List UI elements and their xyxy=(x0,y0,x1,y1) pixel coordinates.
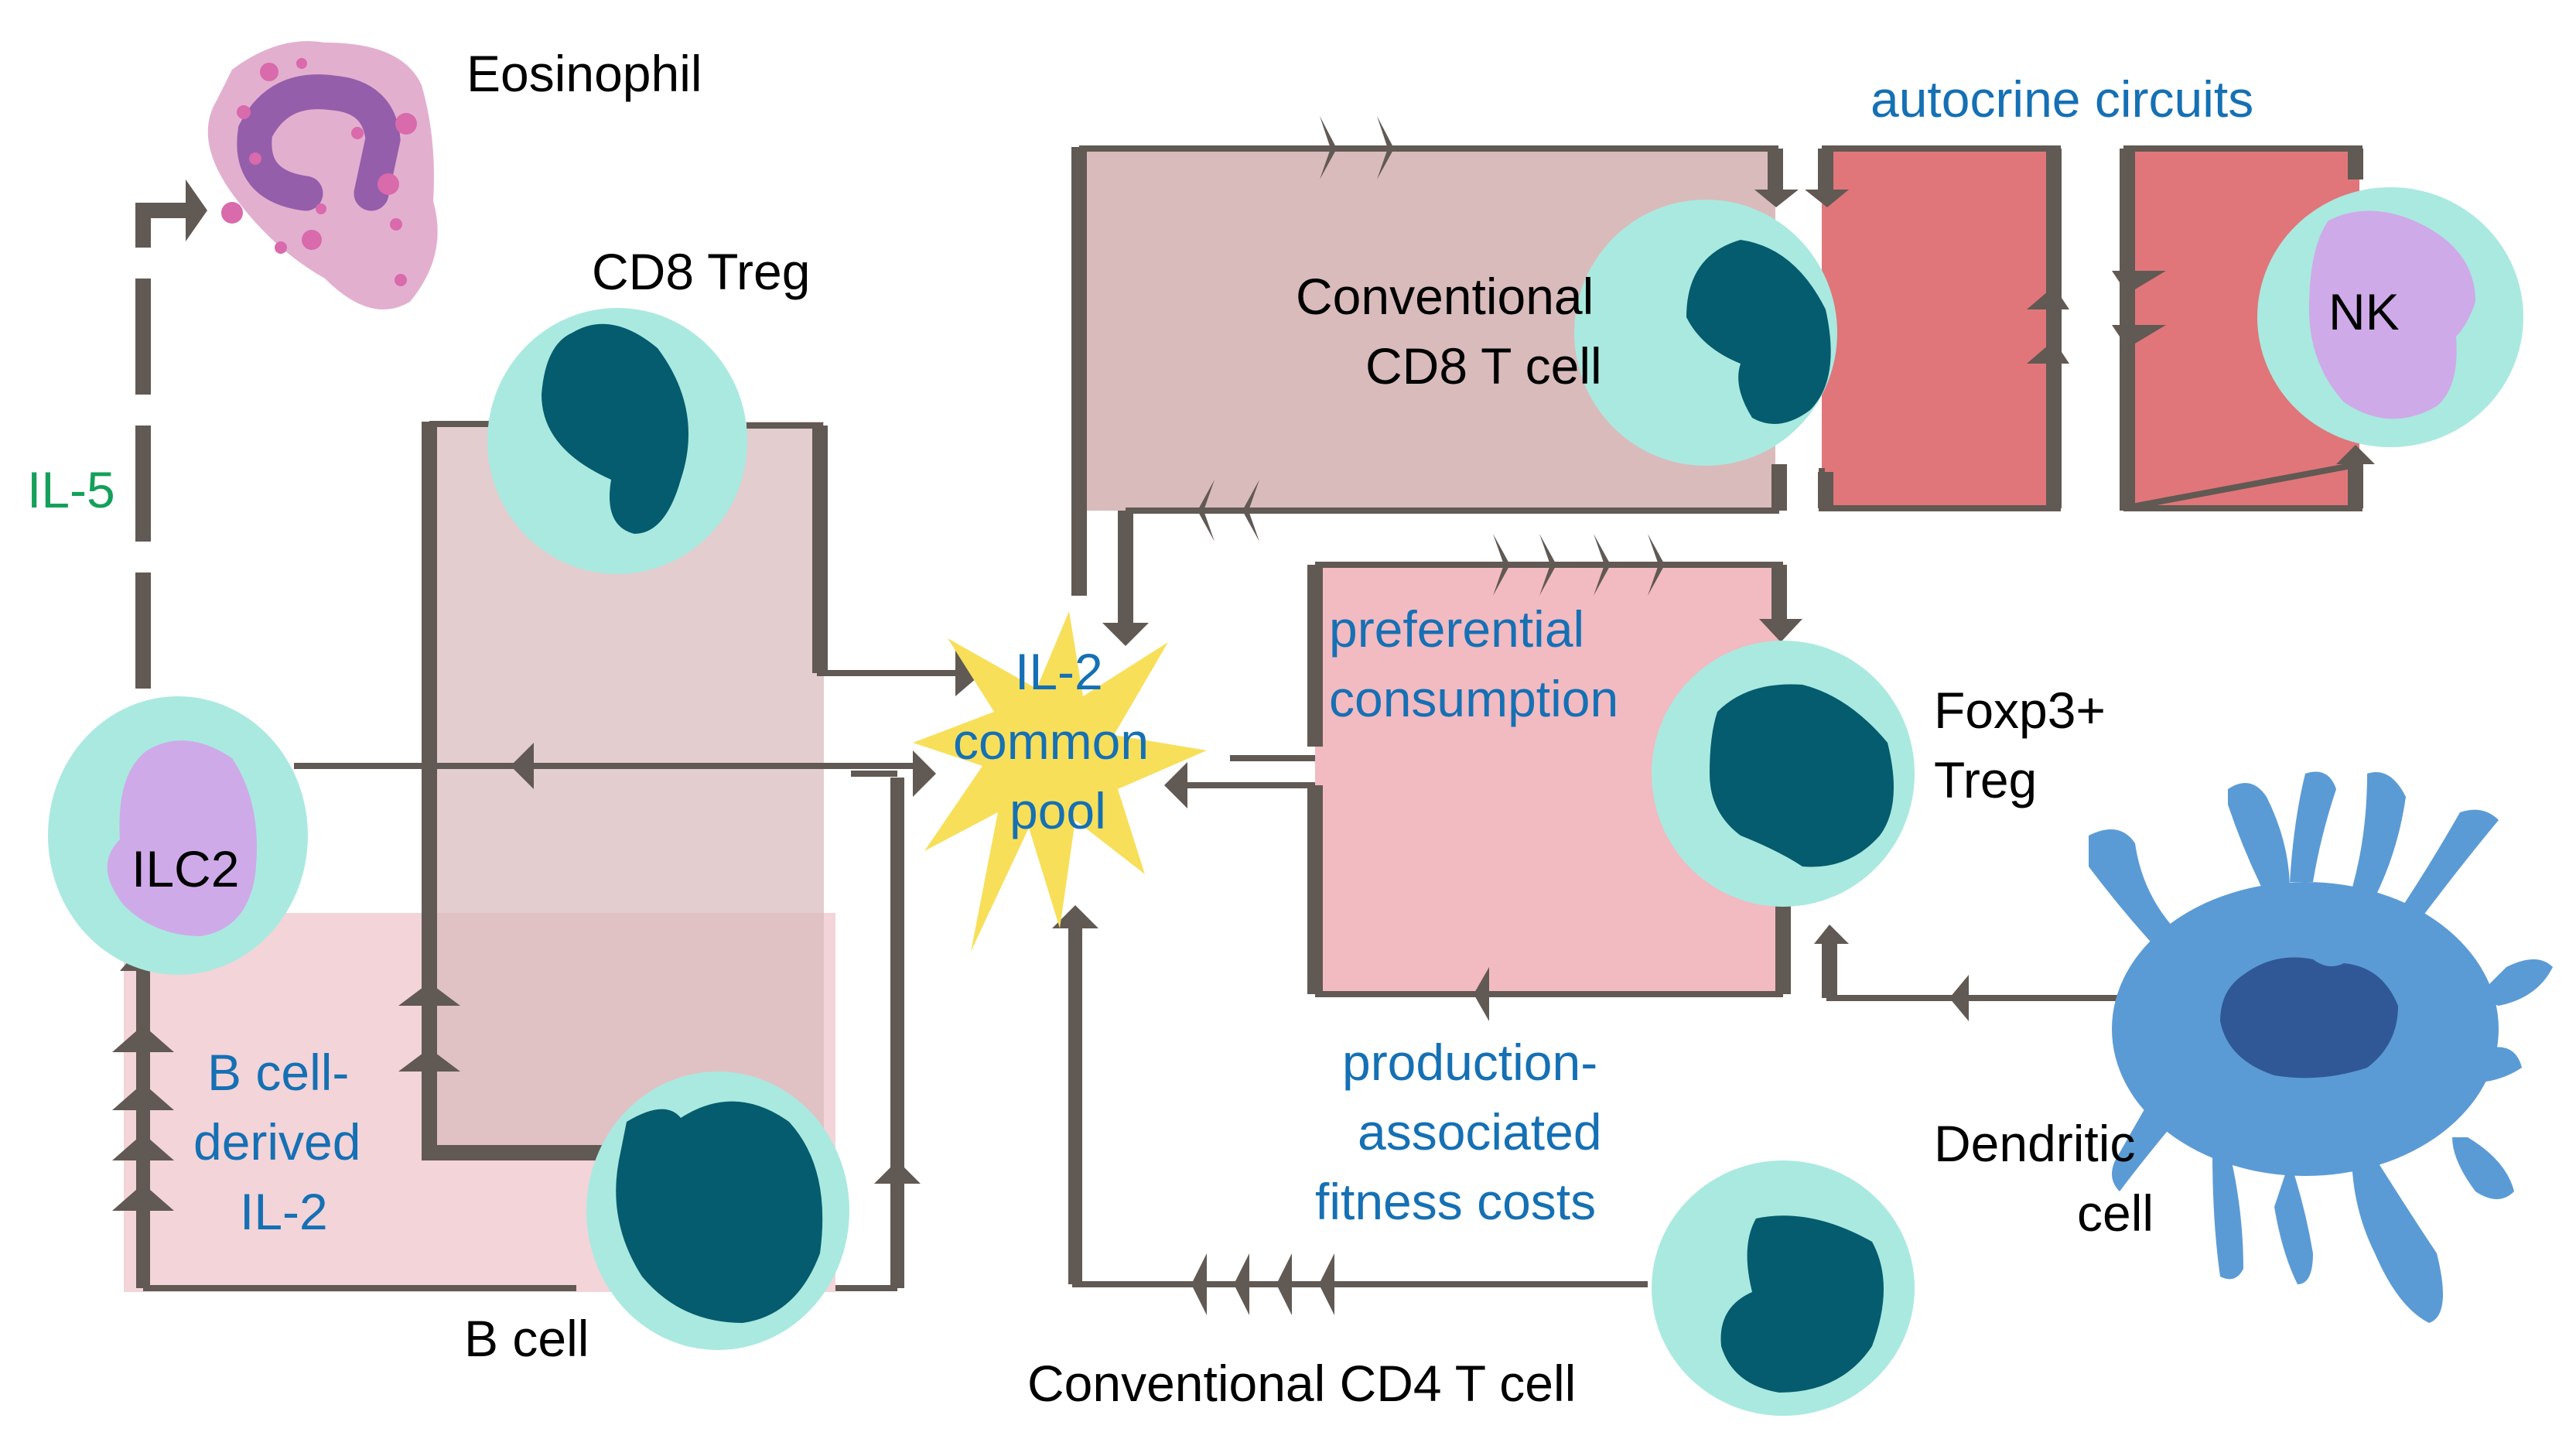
label-ilc2: ILC2 xyxy=(132,840,240,897)
autocrine-left-edges xyxy=(1818,149,2062,508)
chevron-left-icon xyxy=(1319,1253,1334,1315)
label-b-cell: B cell xyxy=(464,1310,589,1367)
chevron-right-icon xyxy=(1539,534,1556,596)
dendritic-cell xyxy=(2089,771,2553,1323)
foxp3-treg-cell xyxy=(1652,641,1915,907)
dc-dendrites xyxy=(2089,771,2553,1323)
label-foxp3-1: Foxp3+ xyxy=(1934,682,2106,739)
chevron-up-icon xyxy=(112,1133,174,1160)
chevron-right-icon xyxy=(1594,534,1611,596)
chevron-left-icon xyxy=(1276,1253,1292,1315)
chevron-up-icon xyxy=(398,1048,460,1072)
eosinophil-granules xyxy=(221,58,417,286)
treg-pool-arrowhead xyxy=(1164,762,1187,808)
down-arrowhead xyxy=(1805,190,1849,207)
label-pool-2: common xyxy=(953,713,1150,770)
chevron-up-icon xyxy=(2027,340,2069,364)
label-foxp3-2: Treg xyxy=(1934,751,2038,808)
nk-cell xyxy=(2257,187,2523,447)
label-preferential-2: consumption xyxy=(1329,670,1619,727)
chevron-right-icon xyxy=(1320,116,1337,179)
cell-nucleus xyxy=(2309,210,2475,419)
il5-arrow xyxy=(135,203,190,689)
cell-nucleus xyxy=(616,1101,823,1323)
chevron-left-icon xyxy=(1949,975,1969,1021)
label-conv-cd8-1: Conventional xyxy=(1296,268,1594,325)
chevron-up-icon xyxy=(112,1083,174,1110)
label-preferential-1: preferential xyxy=(1329,600,1585,658)
chevron-up-icon xyxy=(112,1184,174,1211)
chevron-down-icon xyxy=(2112,271,2166,294)
label-bcell-il2-1: B cell- xyxy=(207,1044,350,1101)
chevron-left-icon xyxy=(1234,1253,1249,1315)
label-dendritic-1: Dendritic xyxy=(1934,1115,2136,1172)
autocrine-box-left xyxy=(1822,149,2058,508)
cell-nucleus xyxy=(1720,1215,1884,1393)
cell-nucleus xyxy=(107,740,257,936)
chevron-up-icon xyxy=(112,1025,174,1052)
label-eosinophil: Eosinophil xyxy=(466,45,702,102)
label-autocrine: autocrine circuits xyxy=(1871,70,2254,128)
label-conv-cd8-2: CD8 T cell xyxy=(1365,337,1602,395)
chevron-up-icon xyxy=(2027,286,2069,309)
label-conv-cd4: Conventional CD4 T cell xyxy=(1027,1355,1577,1412)
label-cd8-treg: CD8 Treg xyxy=(592,243,811,300)
cd8treg-outline xyxy=(422,422,603,1160)
dc-nucleus xyxy=(2220,957,2398,1078)
chevron-left-icon xyxy=(1197,480,1215,542)
label-nk: NK xyxy=(2328,283,2400,340)
b-cell xyxy=(586,1072,849,1350)
label-pool-1: IL-2 xyxy=(1015,643,1103,700)
chevron-left-icon xyxy=(1474,967,1489,1021)
eosinophil-cell xyxy=(207,41,438,309)
down-arrowhead xyxy=(1759,619,1802,642)
il5-arrowhead xyxy=(186,179,207,241)
conv-cd4-cell xyxy=(1652,1160,1915,1416)
ilc2-cell xyxy=(48,696,308,975)
cd8-pool-arrowhead xyxy=(1102,623,1149,646)
cd8-treg-cell xyxy=(487,308,747,574)
il2-pool-star xyxy=(913,611,1207,952)
cell-nucleus xyxy=(1686,240,1831,424)
label-fitness-1: production- xyxy=(1342,1034,1598,1091)
cell-nucleus xyxy=(542,323,688,534)
cd4-pool-arrowhead xyxy=(1052,905,1098,928)
label-fitness-2: associated xyxy=(1358,1103,1602,1160)
chevron-up-icon xyxy=(398,983,460,1006)
conv-cd8-cell xyxy=(1574,200,1837,466)
arrow-lines xyxy=(135,145,2363,1291)
down-arrowhead xyxy=(1754,190,1799,207)
label-fitness-3: fitness costs xyxy=(1315,1173,1597,1230)
chevron-right-icon xyxy=(1493,534,1510,596)
label-bcell-il2-2: derived xyxy=(193,1113,361,1171)
up-arrowhead xyxy=(2336,445,2375,464)
chevron-right-icon xyxy=(1648,534,1665,596)
label-pool-3: pool xyxy=(1010,782,1106,839)
chevron-left-icon xyxy=(1191,1253,1207,1315)
dc-to-treg xyxy=(1826,944,2139,1001)
bcell-pool-arrowhead xyxy=(913,750,936,797)
cd8treg-pool-arrowhead xyxy=(955,650,982,696)
chevron-down-icon xyxy=(2112,325,2166,348)
cell-nucleus xyxy=(1710,684,1894,867)
label-il5: IL-5 xyxy=(27,461,115,518)
chevron-up-icon xyxy=(874,1160,921,1184)
eosinophil-nucleus xyxy=(237,74,401,211)
up-arrowhead xyxy=(1814,925,1849,944)
chevron-left-icon xyxy=(1242,480,1259,542)
ilc2-arrowhead xyxy=(511,743,534,789)
label-bcell-il2-3: IL-2 xyxy=(240,1183,328,1240)
label-dendritic-2: cell xyxy=(2077,1184,2154,1242)
chevron-right-icon xyxy=(1377,116,1394,179)
